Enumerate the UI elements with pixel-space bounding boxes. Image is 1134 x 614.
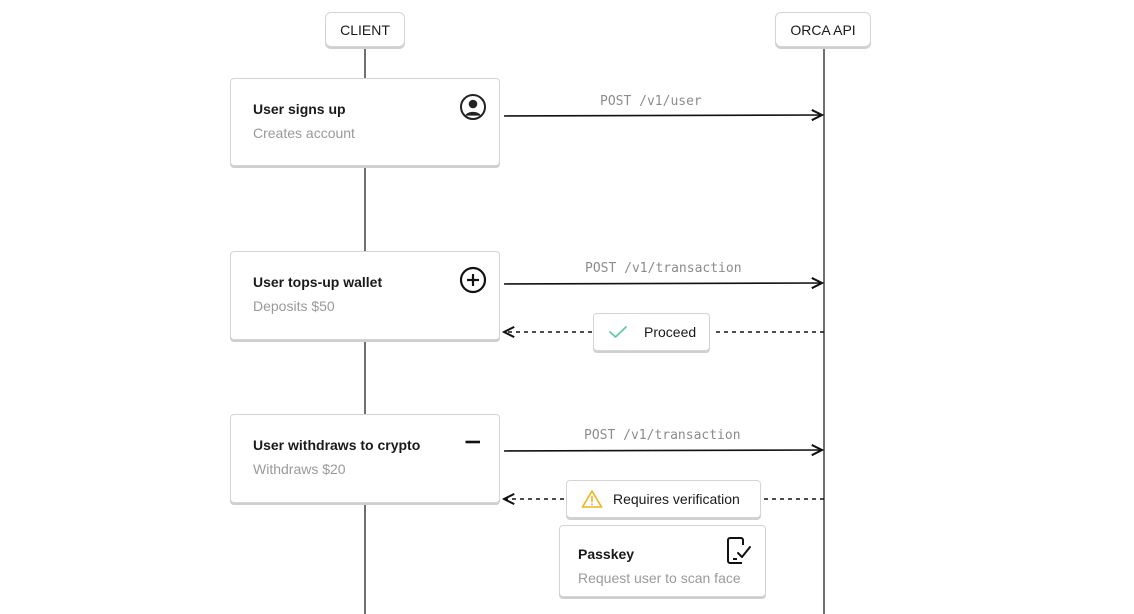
user-circle-icon [460, 94, 486, 120]
verification-subtitle: Request user to scan face [578, 570, 741, 586]
api-lane-label: ORCA API [790, 21, 856, 38]
minus-icon [465, 440, 480, 444]
step-title: User tops-up wallet [253, 274, 383, 290]
step-title: User withdraws to crypto [253, 437, 421, 453]
step-subtitle: Creates account [253, 125, 355, 141]
request-arrow-topup [503, 283, 822, 284]
response-label: Requires verification [613, 491, 740, 507]
request-label-withdraw: POST /v1/transaction [584, 428, 741, 443]
step-subtitle: Deposits $50 [253, 298, 335, 314]
response-badge-verification: Requires verification [566, 480, 761, 518]
step-card-signup: User signs up Creates account [230, 78, 500, 166]
plus-circle-icon [459, 266, 487, 294]
step-subtitle: Withdraws $20 [253, 461, 346, 477]
response-badge-proceed: Proceed [593, 313, 710, 351]
response-label: Proceed [644, 324, 697, 340]
warning-icon [581, 490, 603, 508]
client-lane-label: CLIENT [340, 21, 390, 38]
step-card-topup: User tops-up wallet Deposits $50 [230, 251, 500, 340]
request-label-signup: POST /v1/user [600, 94, 702, 109]
request-arrow-withdraw [503, 450, 822, 451]
verification-card-passkey: Passkey Request user to scan face [559, 525, 766, 597]
check-icon [609, 326, 627, 338]
phone-check-icon [727, 537, 751, 564]
client-lane-header: CLIENT [325, 12, 405, 47]
verification-title: Passkey [578, 546, 635, 562]
api-lane-header: ORCA API [775, 12, 871, 47]
request-label-topup: POST /v1/transaction [585, 261, 742, 276]
request-arrow-signup [503, 115, 822, 116]
step-title: User signs up [253, 101, 346, 117]
step-card-withdraw: User withdraws to crypto Withdraws $20 [230, 414, 500, 503]
